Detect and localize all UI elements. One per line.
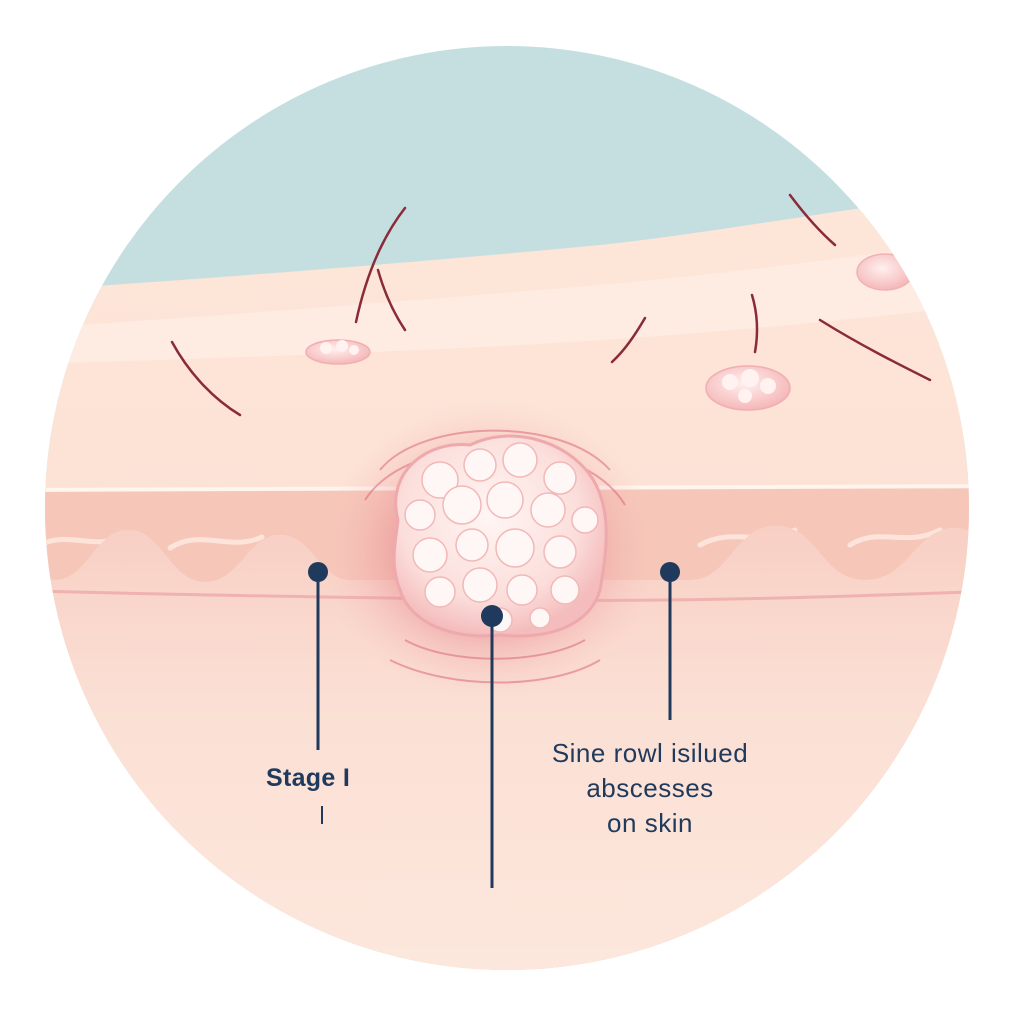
hair-strands (170, 193, 932, 417)
description-line-3: on skin (607, 808, 693, 838)
epidermis-inner-wave (45, 527, 943, 551)
description-line-2: abscesses (586, 773, 714, 803)
pointer-description-dot (660, 562, 680, 582)
pointer-abscess-dot (481, 605, 503, 627)
surface-highlight (45, 232, 969, 365)
description-line-1: Sine rowl isilued (551, 738, 749, 768)
main-abscess (392, 434, 608, 638)
stage-label: Stage I (266, 764, 351, 792)
small-abscess-right (705, 365, 791, 411)
pointer-stage-dot (308, 562, 328, 582)
small-abscess-edge (856, 253, 914, 291)
pointer-abscess (481, 605, 503, 888)
pointer-description (660, 562, 680, 720)
description-label: Sine rowl isilued abscesses on skin (520, 736, 780, 841)
small-abscess-left (305, 339, 371, 365)
pointer-stage (308, 562, 328, 824)
